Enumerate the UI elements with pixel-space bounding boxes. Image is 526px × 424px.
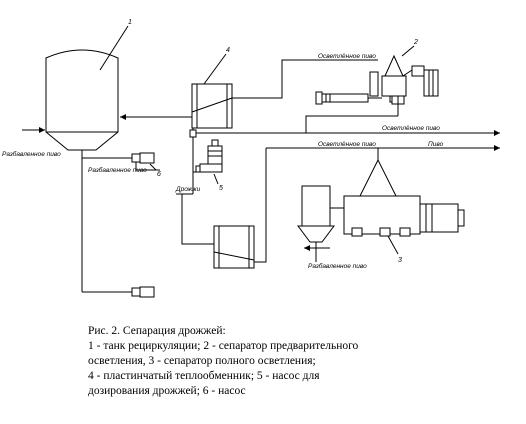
valve-node — [189, 128, 197, 172]
label-clarified-beer-mid: Осветлённое пиво — [318, 141, 376, 148]
separator-2-leader — [401, 45, 415, 57]
label-diluted-beer-left: Разбавленное пиво — [2, 150, 61, 158]
clarified-beer-main-line — [196, 130, 500, 136]
pump-bottom — [82, 286, 155, 298]
heat-exchanger-bottom — [213, 225, 255, 269]
label-number-5: 5 — [219, 185, 223, 192]
caption-line-3: осветления, 3 - сепаратор полного осветл… — [88, 355, 316, 367]
separator-3-leader — [387, 235, 399, 255]
sludge-hopper — [297, 185, 335, 262]
yeast-dosing-pump — [176, 139, 223, 195]
label-diluted-beer-2: Разбавленное пиво — [308, 262, 367, 270]
label-number-4: 4 — [226, 47, 230, 54]
caption-line-2: 1 - танк рециркуляции; 2 - сепаратор пре… — [88, 340, 359, 352]
line-pump-6-to-he-bottom — [181, 226, 214, 245]
return-line-to-tank — [120, 114, 192, 120]
separator-2-outlet-line — [305, 115, 398, 133]
tank-1-leader — [99, 25, 129, 71]
separator-2-feed-pipe — [315, 91, 399, 116]
label-number-6: 6 — [157, 171, 161, 178]
line-he-to-separator-2 — [232, 59, 378, 99]
heat-exchanger-leader — [203, 53, 227, 85]
caption-line-4: 4 - пластинчатый теплообменник; 5 - насо… — [88, 370, 320, 382]
tank-inlet-arrow — [22, 127, 45, 133]
label-number-1: 1 — [128, 19, 132, 26]
beer-output-line — [266, 145, 500, 151]
heat-exchanger-top — [191, 83, 233, 129]
label-clarified-beer-main: Осветлённое пиво — [382, 125, 440, 132]
figure-caption: Рис. 2. Сепарация дрожжей: 1 - танк реци… — [88, 324, 508, 399]
pump-5-leader — [213, 173, 219, 185]
line-he-bottom-to-beer — [254, 148, 267, 263]
label-number-3: 3 — [398, 257, 402, 264]
label-beer-out: Пиво — [428, 141, 444, 148]
label-diluted-beer-1: Разбавленное пиво — [88, 166, 147, 174]
label-yeast: Дрожжи — [175, 186, 201, 193]
label-clarified-beer-top: Осветлённое пиво — [318, 53, 376, 60]
caption-line-1: Рис. 2. Сепарация дрожжей: — [88, 325, 226, 337]
pump-6-leader — [149, 163, 157, 171]
pre-clarification-separator — [369, 54, 439, 105]
full-clarification-separator — [330, 148, 465, 237]
label-number-2: 2 — [413, 39, 418, 46]
caption-line-5: дозирования дрожжей; 6 - насос — [88, 385, 246, 397]
pump-6 — [82, 152, 160, 171]
recirculation-tank — [45, 49, 119, 292]
